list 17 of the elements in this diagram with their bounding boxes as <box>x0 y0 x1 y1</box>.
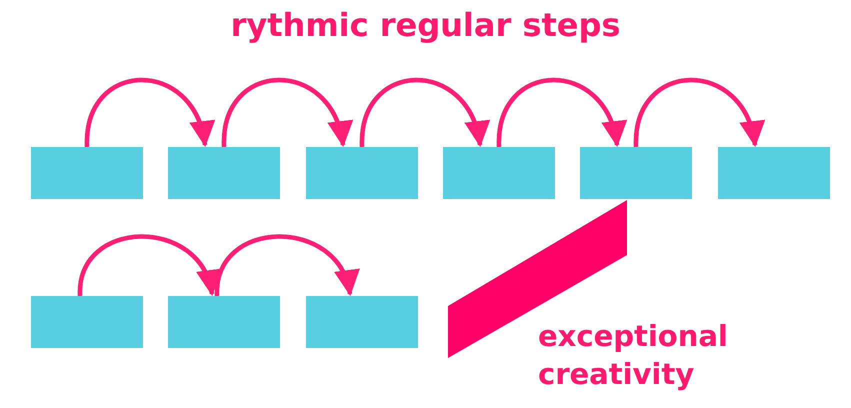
curved-arrow <box>360 78 488 148</box>
title: rythmic regular steps <box>230 6 622 44</box>
step-box <box>31 147 143 199</box>
curved-arrow <box>634 78 762 148</box>
step-box <box>443 147 555 199</box>
step-box <box>306 147 418 199</box>
step-box <box>31 296 143 348</box>
step-box <box>718 147 830 199</box>
curved-arrow <box>84 78 212 148</box>
step-box <box>168 296 280 348</box>
step-box <box>168 147 280 199</box>
step-box <box>580 147 692 199</box>
curved-arrow <box>78 234 218 296</box>
node-label: exceptional creativity <box>538 318 729 393</box>
curved-arrow <box>222 78 350 148</box>
step-box <box>306 296 418 348</box>
curved-arrow <box>496 78 624 148</box>
